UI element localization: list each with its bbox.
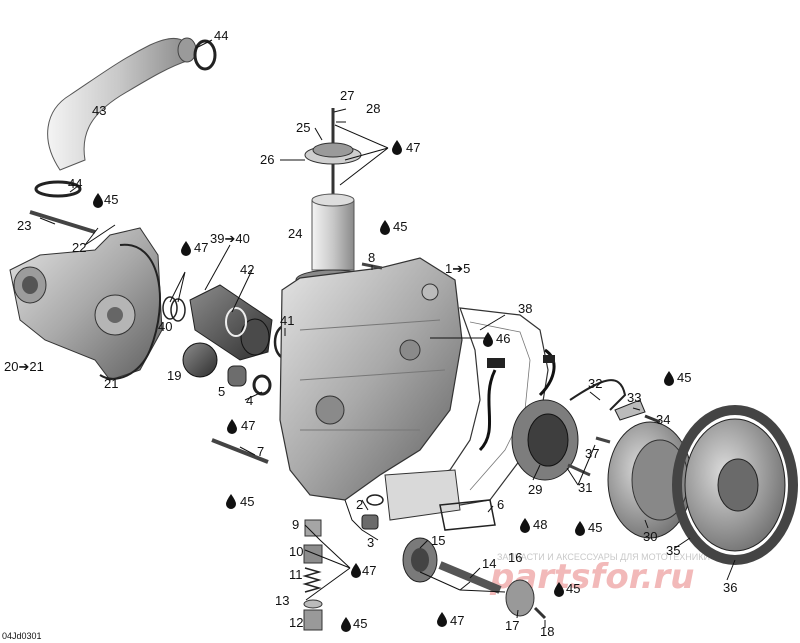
oil-drop-icon (341, 617, 351, 632)
callout-1-5: 1➔5 (445, 261, 470, 276)
engine-case-part (279, 257, 463, 501)
oil-drop-icon (554, 582, 564, 597)
callout-39-40: 39➔40 (210, 231, 250, 246)
watermark-caption: ЗАПЧАСТИ И АКСЕССУАРЫ ДЛЯ МОТОТЕХНИКИ (497, 552, 710, 562)
callout-19: 19 (167, 368, 181, 383)
callout-44-top: 44 (214, 28, 228, 43)
callout-45-pump-lower: 45 (566, 581, 580, 596)
callout-43: 43 (92, 103, 106, 118)
callout-47-valve: 47 (362, 563, 376, 578)
oil-drop-icon (437, 612, 447, 627)
callout-4: 4 (246, 393, 253, 408)
callout-47-gear: 47 (450, 613, 464, 628)
callout-18: 18 (540, 624, 554, 639)
water-pump-part (9, 210, 163, 381)
stator-part (478, 348, 661, 481)
callout-2: 2 (356, 497, 363, 512)
callout-16: 16 (508, 550, 522, 565)
oil-drop-icon (575, 521, 585, 536)
oil-drop-icons (93, 140, 674, 632)
oil-drop-icon (483, 332, 493, 347)
callout-17: 17 (505, 618, 519, 633)
gasket-part (361, 307, 549, 531)
callout-7: 7 (257, 444, 264, 459)
callout-3: 3 (367, 535, 374, 550)
callout-45-case: 45 (393, 219, 407, 234)
callout-35: 35 (666, 543, 680, 558)
seal-parts (162, 284, 297, 464)
callout-10: 10 (289, 544, 303, 559)
callout-42: 42 (240, 262, 254, 277)
callout-28: 28 (366, 101, 380, 116)
callout-9: 9 (292, 517, 299, 532)
callout-45-flywheel: 45 (588, 520, 602, 535)
callout-37: 37 (585, 446, 599, 461)
callout-47-seal: 47 (241, 418, 255, 433)
callout-36: 36 (723, 580, 737, 595)
callout-47-filter: 47 (406, 140, 420, 155)
callout-14: 14 (482, 556, 496, 571)
oil-drop-icon (392, 140, 402, 155)
callout-8: 8 (368, 250, 375, 265)
callout-32: 32 (588, 376, 602, 391)
callout-labels: 44 43 44 45 23 22 20➔21 21 47 40 39➔40 4… (2, 28, 737, 641)
callout-24: 24 (288, 226, 302, 241)
callout-23: 23 (17, 218, 31, 233)
oil-drop-icon (93, 193, 103, 208)
oil-drop-icon (351, 563, 361, 578)
hose-part (34, 37, 217, 198)
oil-drop-icon (380, 220, 390, 235)
callout-5: 5 (218, 384, 225, 399)
oil-drop-icon (664, 371, 674, 386)
callout-12: 12 (289, 615, 303, 630)
callout-38: 38 (518, 301, 532, 316)
oil-drop-icon (520, 518, 530, 533)
callout-45-pump: 45 (104, 192, 118, 207)
callout-21: 21 (104, 376, 118, 391)
callout-11: 11 (289, 567, 303, 582)
callout-44-bottom: 44 (68, 176, 82, 191)
oil-drop-icon (226, 494, 236, 509)
callout-15: 15 (431, 533, 445, 548)
callout-6: 6 (497, 497, 504, 512)
oil-drop-icon (181, 241, 191, 256)
callout-45-bolt: 45 (240, 494, 254, 509)
callout-45-stator: 45 (677, 370, 691, 385)
callout-46: 46 (496, 331, 510, 346)
callout-45-valve: 45 (353, 616, 367, 631)
flywheel-part (607, 405, 798, 565)
callout-30: 30 (643, 529, 657, 544)
callout-27: 27 (340, 88, 354, 103)
callout-47-orings: 47 (194, 240, 208, 255)
callout-29: 29 (528, 482, 542, 497)
callout-34: 34 (656, 412, 670, 427)
callout-26: 26 (260, 152, 274, 167)
callout-41: 41 (280, 313, 294, 328)
callout-22: 22 (72, 240, 86, 255)
diagram-code: 04Jd0301 (2, 631, 42, 641)
leader-lines (39, 39, 736, 628)
callout-20-21: 20➔21 (4, 359, 44, 374)
oil-drop-icon (227, 419, 237, 434)
callout-13: 13 (275, 593, 289, 608)
callout-33: 33 (627, 390, 641, 405)
callout-31: 31 (578, 480, 592, 495)
callout-40: 40 (158, 319, 172, 334)
callout-25: 25 (296, 120, 310, 135)
callout-48: 48 (533, 517, 547, 532)
